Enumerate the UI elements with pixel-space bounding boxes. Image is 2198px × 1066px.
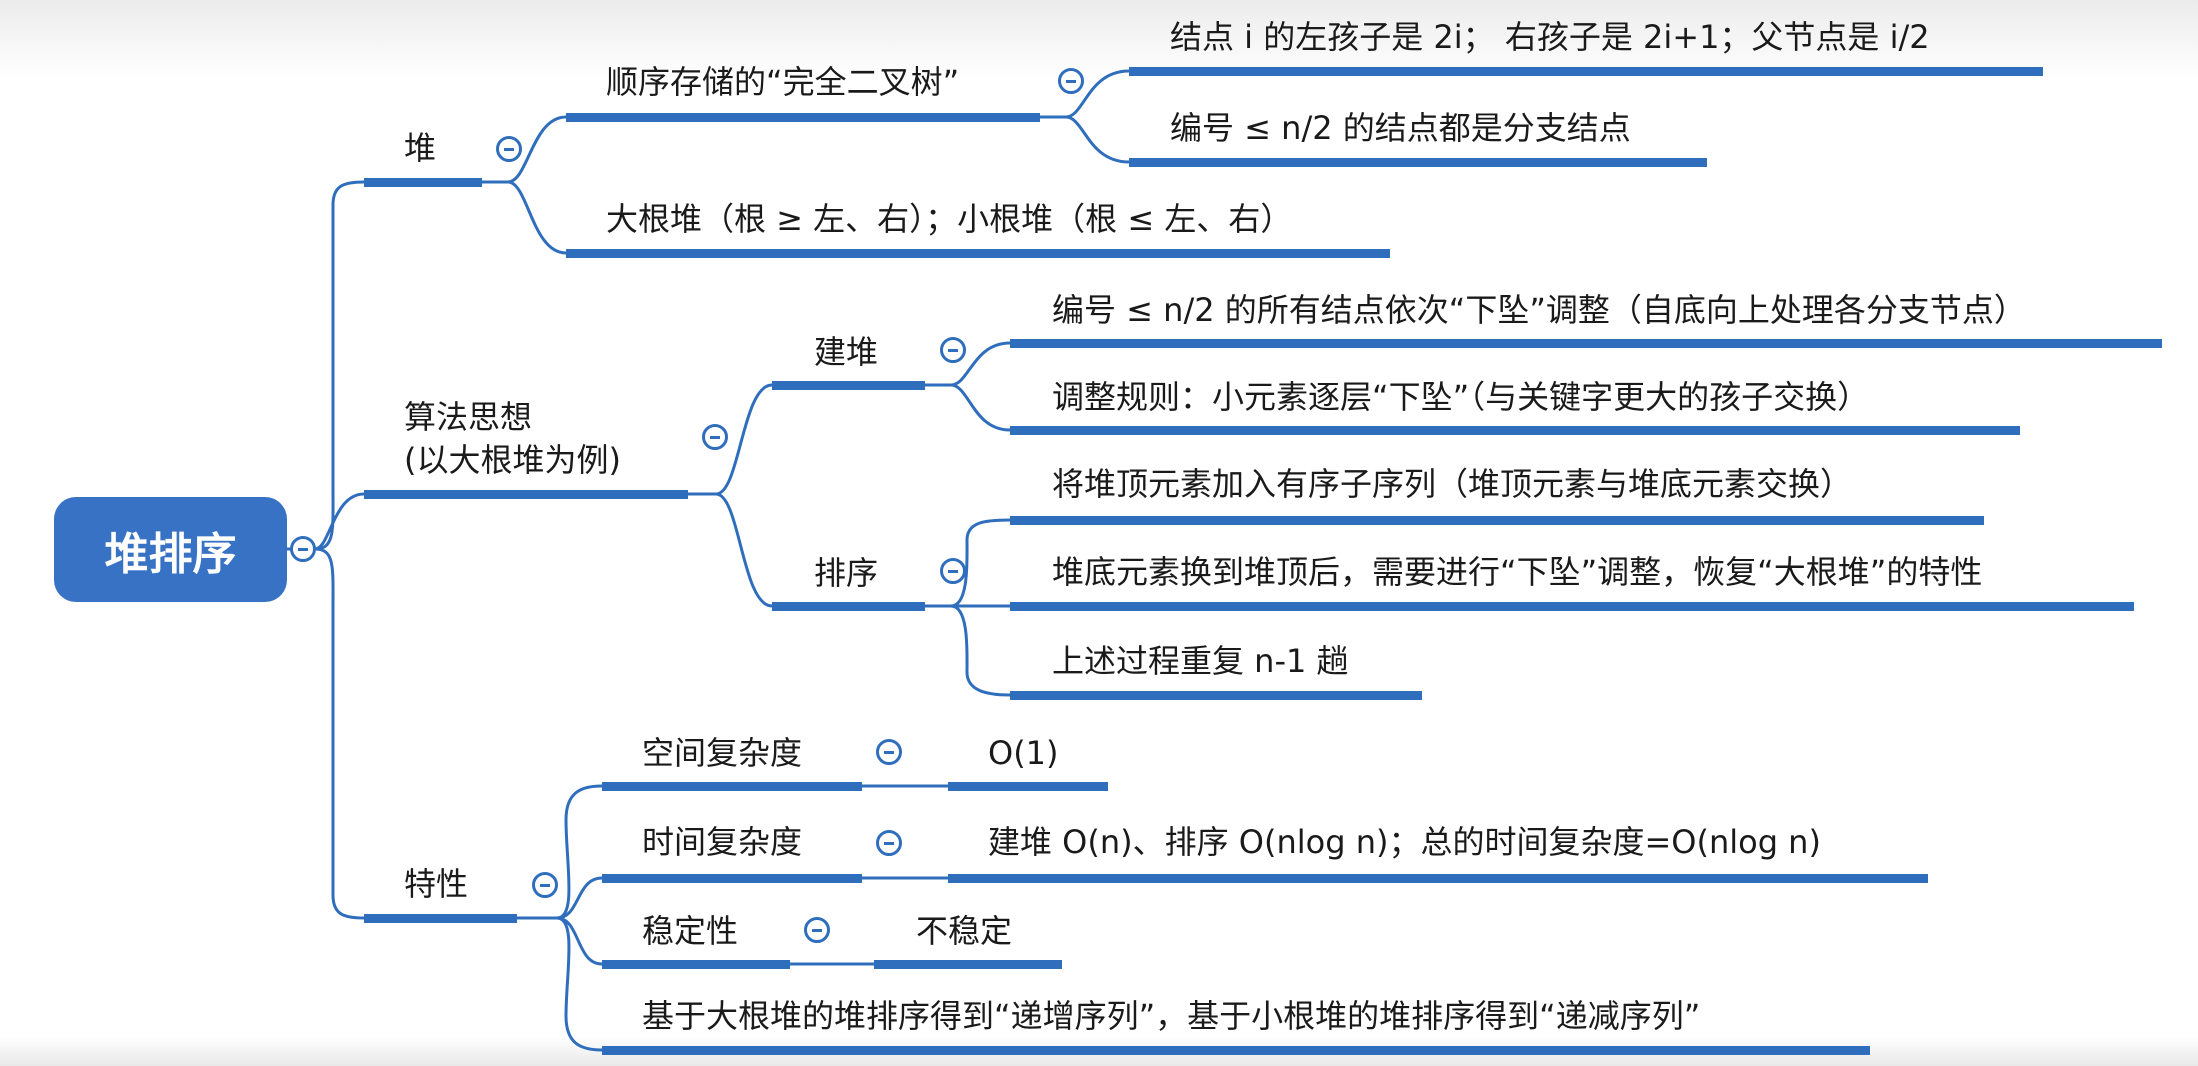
stability-collapse-button[interactable] bbox=[804, 917, 830, 943]
build-heap-label[interactable]: 建堆 bbox=[814, 333, 879, 371]
stability-underline bbox=[602, 960, 790, 969]
sort-step-repeat[interactable]: 上述过程重复 n-1 趟 bbox=[1052, 642, 1349, 680]
seq-storage-collapse-button[interactable] bbox=[1058, 68, 1084, 94]
root-label: 堆排序 bbox=[104, 528, 237, 580]
algorithm-collapse-button[interactable] bbox=[702, 424, 728, 450]
properties-underline bbox=[364, 914, 517, 923]
algorithm-label-line1[interactable]: 算法思想 bbox=[404, 398, 533, 436]
sort-step-sift-down[interactable]: 堆底元素换到堆顶后，需要进行“下坠”调整，恢复“大根堆”的特性 bbox=[1052, 553, 1983, 591]
sort-step-repeat-underline bbox=[1010, 691, 1422, 700]
seq-storage-label[interactable]: 顺序存储的“完全二叉树” bbox=[606, 63, 960, 101]
stability-value-underline bbox=[874, 960, 1062, 969]
root-collapse-button[interactable] bbox=[290, 536, 316, 562]
adjust-rule-underline bbox=[1010, 426, 2020, 435]
child-index-rule-underline bbox=[1129, 67, 2043, 76]
properties-collapse-button[interactable] bbox=[532, 872, 558, 898]
algorithm-underline bbox=[364, 490, 688, 499]
sort-step-swap-underline bbox=[1010, 516, 1984, 525]
top-shadow bbox=[0, 0, 2198, 80]
branch-node-rule[interactable]: 编号 ≤ n/2 的结点都是分支结点 bbox=[1170, 109, 1631, 147]
build-heap-step-underline bbox=[1010, 339, 2162, 348]
sort-step-sift-down-underline bbox=[1010, 602, 2134, 611]
branch-node-rule-underline bbox=[1129, 158, 1707, 167]
space-complexity-value-underline bbox=[948, 782, 1108, 791]
heap-label[interactable]: 堆 bbox=[404, 129, 437, 167]
time-complexity-value[interactable]: 建堆 O(n)、排序 O(nlog n)；总的时间复杂度=O(nlog n) bbox=[988, 823, 1821, 861]
properties-label[interactable]: 特性 bbox=[404, 865, 469, 903]
seq-storage-underline bbox=[566, 113, 1040, 122]
root-node[interactable]: 堆排序 bbox=[54, 497, 287, 602]
stability-label[interactable]: 稳定性 bbox=[642, 912, 739, 950]
adjust-rule[interactable]: 调整规则：小元素逐层“下坠”（与关键字更大的孩子交换） bbox=[1052, 378, 1870, 416]
stability-value[interactable]: 不稳定 bbox=[916, 912, 1013, 950]
order-note-underline bbox=[602, 1046, 1870, 1055]
max-min-heap-definition[interactable]: 大根堆（根 ≥ 左、右）；小根堆（根 ≤ 左、右） bbox=[606, 200, 1293, 238]
build-heap-underline bbox=[772, 381, 925, 390]
build-heap-collapse-button[interactable] bbox=[940, 337, 966, 363]
heap-underline bbox=[364, 178, 482, 187]
algorithm-label-line2[interactable]: (以大根堆为例) bbox=[404, 441, 621, 479]
sort-underline bbox=[772, 602, 925, 611]
heap-collapse-button[interactable] bbox=[496, 136, 522, 162]
time-complexity-value-underline bbox=[948, 874, 1928, 883]
time-complexity-label[interactable]: 时间复杂度 bbox=[642, 823, 803, 861]
build-heap-step[interactable]: 编号 ≤ n/2 的所有结点依次“下坠”调整（自底向上处理各分支节点） bbox=[1052, 291, 2026, 329]
sort-collapse-button[interactable] bbox=[940, 558, 966, 584]
max-min-heap-underline bbox=[566, 249, 1390, 258]
space-complexity-label[interactable]: 空间复杂度 bbox=[642, 734, 803, 772]
space-complexity-collapse-button[interactable] bbox=[876, 739, 902, 765]
time-complexity-underline bbox=[602, 874, 862, 883]
order-note[interactable]: 基于大根堆的堆排序得到“递增序列”，基于小根堆的堆排序得到“递减序列” bbox=[642, 997, 1701, 1035]
sort-step-swap[interactable]: 将堆顶元素加入有序子序列（堆顶元素与堆底元素交换） bbox=[1052, 465, 1853, 503]
sort-label[interactable]: 排序 bbox=[814, 554, 879, 592]
time-complexity-collapse-button[interactable] bbox=[876, 830, 902, 856]
space-complexity-value[interactable]: O(1) bbox=[988, 734, 1059, 772]
space-complexity-underline bbox=[602, 782, 862, 791]
child-index-rule[interactable]: 结点 i 的左孩子是 2i； 右孩子是 2i+1；父节点是 i/2 bbox=[1170, 18, 1930, 56]
